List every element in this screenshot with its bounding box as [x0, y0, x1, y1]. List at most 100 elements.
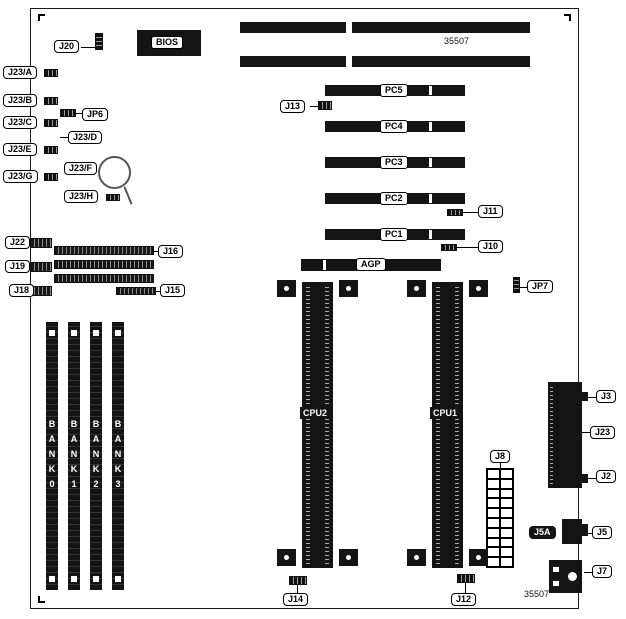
callout-j3: J3 — [596, 390, 617, 403]
callout-j5a: J5A — [529, 526, 556, 539]
callout-j15: J15 — [160, 284, 186, 297]
top-slot-bar — [240, 22, 346, 33]
callout-j5: J5 — [592, 526, 613, 539]
pin-header-jp6 — [60, 109, 76, 117]
dimm-slot-bank1: BANK1 — [68, 322, 80, 590]
pointer-line — [81, 47, 95, 48]
bios-label: BIOS — [151, 36, 184, 49]
callout-j18: J18 — [9, 284, 35, 297]
cpu-retention-bracket — [407, 280, 426, 297]
pin-header-jp7 — [513, 277, 520, 293]
cpu-retention-bracket — [469, 280, 488, 297]
corner-mark — [38, 596, 45, 603]
pointer-line — [156, 291, 160, 292]
dimm-slot-bank2: BANK2 — [90, 322, 102, 590]
pointer-line — [520, 287, 527, 288]
pin-header-j14 — [289, 576, 307, 585]
pointer-line — [310, 106, 318, 107]
callout-j23c: J23/C — [3, 116, 38, 129]
pointer-line — [584, 572, 592, 573]
pointer-line — [60, 137, 68, 138]
ribbon-header — [54, 246, 154, 255]
corner-mark — [38, 14, 45, 21]
callout-j16: J16 — [158, 245, 184, 258]
callout-j23f: J23/F — [64, 162, 98, 175]
cpu-slot-label-cpu2: CPU2 — [300, 407, 331, 419]
pin-header-j10 — [441, 244, 457, 251]
callout-j23g: J23/G — [3, 170, 38, 183]
pointer-line — [297, 585, 298, 593]
pointer-line — [500, 463, 501, 468]
edge-connector-j23g — [44, 173, 58, 181]
callout-j22: J22 — [5, 236, 31, 249]
callout-j20: J20 — [54, 40, 80, 53]
dimm-label-bank3: BANK3 — [113, 418, 123, 494]
pin-header-j12 — [457, 574, 475, 583]
top-slot-bar — [352, 22, 530, 33]
top-slot-bar — [240, 56, 346, 67]
usb-connector-j5 — [562, 519, 582, 544]
dimm-slot-bank0: BANK0 — [46, 322, 58, 590]
edge-connector-j23c — [44, 119, 58, 127]
cpu-slot-cpu2 — [302, 282, 333, 568]
callout-j2: J2 — [596, 470, 617, 483]
pointer-line — [457, 247, 478, 248]
ribbon-header — [54, 260, 154, 269]
edge-connector-j19 — [30, 262, 52, 272]
callout-j12: J12 — [451, 593, 477, 606]
keyboard-mouse-connector-j7 — [549, 560, 582, 593]
callout-jp7: JP7 — [527, 280, 554, 293]
callout-j23: J23 — [590, 426, 616, 439]
edge-connector-j23a — [44, 69, 58, 77]
io-connector-tab-j2 — [580, 474, 588, 483]
dimm-slot-bank3: BANK3 — [112, 322, 124, 590]
cpu-retention-bracket — [469, 549, 488, 566]
edge-connector-j23e — [44, 146, 58, 154]
dimm-label-bank0: BANK0 — [47, 418, 57, 494]
pointer-line — [154, 251, 158, 252]
pointer-line — [588, 533, 592, 534]
pin-header-j23h — [106, 194, 120, 201]
callout-j23a: J23/A — [3, 66, 38, 79]
pci-slot-label-pc2: PC2 — [380, 192, 408, 205]
callout-j11: J11 — [478, 205, 503, 218]
dimm-label-bank1: BANK1 — [69, 418, 79, 494]
callout-j19: J19 — [5, 260, 31, 273]
cpu-retention-bracket — [277, 549, 296, 566]
pci-slot-label-pc3: PC3 — [380, 156, 408, 169]
edge-connector-j22 — [30, 238, 52, 248]
cpu-retention-bracket — [339, 549, 358, 566]
cpu-retention-bracket — [277, 280, 296, 297]
cpu-retention-bracket — [339, 280, 358, 297]
callout-jp6: JP6 — [82, 108, 109, 121]
pin-header-j11 — [447, 209, 463, 216]
pointer-line — [465, 583, 466, 593]
pointer-line — [588, 478, 596, 479]
power-connector-j8 — [486, 468, 514, 568]
dimm-label-bank2: BANK2 — [91, 418, 101, 494]
pci-slot-label-pc1: PC1 — [380, 228, 408, 241]
pin-header-j15 — [116, 287, 156, 295]
pointer-line — [588, 397, 596, 398]
pointer-line — [582, 432, 590, 433]
callout-j23h: J23/H — [64, 190, 99, 203]
part-number-top: 35507 — [444, 36, 470, 46]
callout-j10: J10 — [478, 240, 504, 253]
battery — [98, 156, 131, 189]
pci-slot-label-pc5: PC5 — [380, 84, 408, 97]
callout-j7: J7 — [592, 565, 613, 578]
usb-connector-tab-j5 — [582, 524, 588, 536]
callout-j23d: J23/D — [68, 131, 103, 144]
ribbon-header — [54, 274, 154, 283]
cpu-slot-cpu1 — [432, 282, 463, 568]
pointer-line — [463, 212, 478, 213]
pointer-line — [76, 113, 82, 114]
callout-j23b: J23/B — [3, 94, 38, 107]
pin-header-j13 — [318, 101, 332, 110]
cpu-retention-bracket — [407, 549, 426, 566]
agp-slot-label: AGP — [356, 258, 386, 271]
pin-header-j20 — [95, 33, 103, 50]
callout-j8: J8 — [490, 450, 511, 463]
callout-j23e: J23/E — [3, 143, 37, 156]
